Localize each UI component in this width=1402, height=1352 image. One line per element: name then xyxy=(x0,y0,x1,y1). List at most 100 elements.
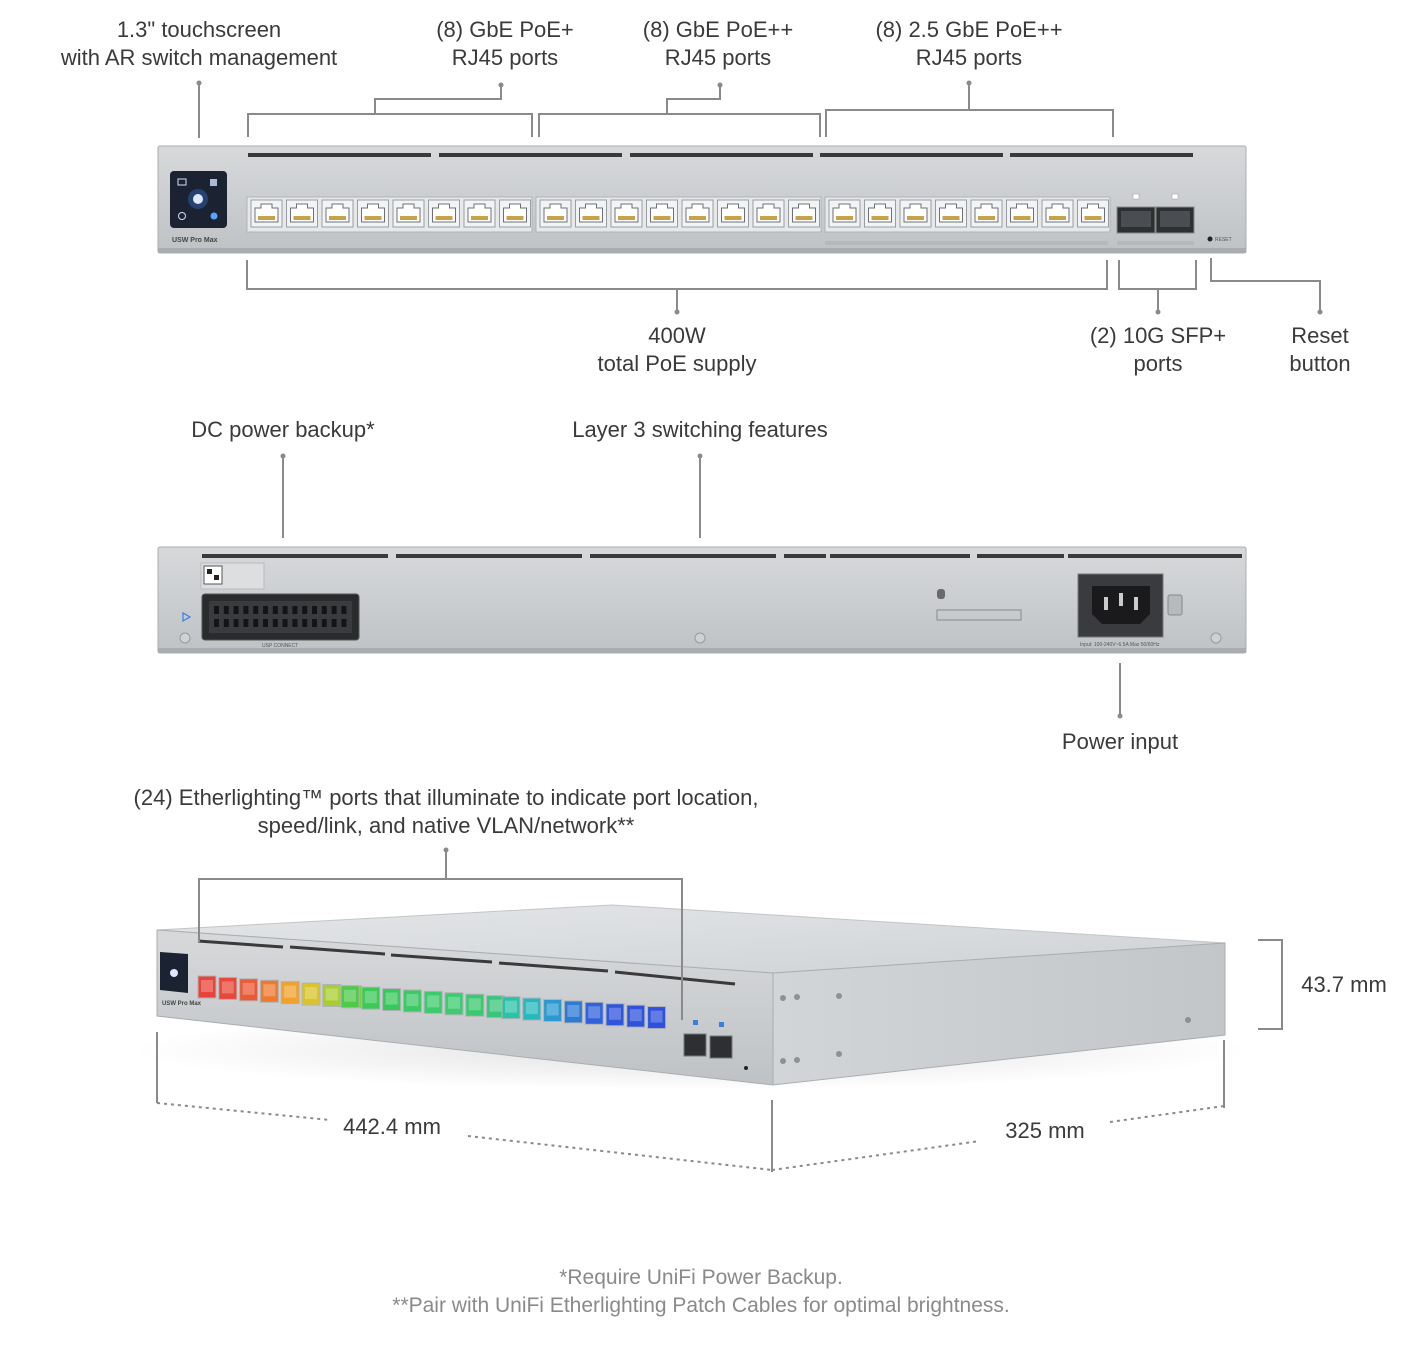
port-glow xyxy=(525,1002,538,1015)
rj45-port[interactable] xyxy=(499,199,531,228)
dc-pin xyxy=(341,606,347,614)
dc-pin xyxy=(302,619,308,627)
front-view: USW Pro Max RESET xyxy=(157,145,1247,254)
etherlighting-port[interactable] xyxy=(361,986,381,1010)
rj45-port[interactable] xyxy=(681,199,714,228)
etherlighting-port[interactable] xyxy=(340,985,360,1009)
rj45-port[interactable] xyxy=(1077,199,1109,228)
rj45-port[interactable] xyxy=(970,199,1003,228)
rj45-port[interactable] xyxy=(357,199,389,228)
etherlighting-port[interactable] xyxy=(465,993,485,1017)
power-rating-label: Input: 100-240V~6.5A Max 50/60Hz xyxy=(1080,642,1160,648)
dc-pin xyxy=(321,619,327,627)
etherlighting-port[interactable] xyxy=(563,1000,583,1024)
sfp-ports[interactable] xyxy=(1116,193,1195,245)
etherlighting-port[interactable] xyxy=(259,979,279,1003)
footnotes: *Require UniFi Power Backup. **Pair with… xyxy=(0,1264,1402,1320)
etherlighting-port[interactable] xyxy=(647,1006,667,1030)
dc-pin xyxy=(253,606,259,614)
port-glow xyxy=(201,980,213,992)
etherlighting-port[interactable] xyxy=(626,1004,646,1028)
dc-pin xyxy=(321,606,327,614)
dc-pin xyxy=(341,619,347,627)
dc-pin xyxy=(233,619,239,627)
etherlighting-port[interactable] xyxy=(584,1001,604,1025)
power-input-label: Power input xyxy=(1061,729,1179,754)
etherlighting-port[interactable] xyxy=(522,997,542,1021)
port-glow xyxy=(221,981,234,994)
dc-pin xyxy=(331,619,337,627)
etherlighting-port[interactable] xyxy=(423,990,443,1014)
rj45-port[interactable] xyxy=(1006,199,1038,228)
rj45-port[interactable] xyxy=(864,199,896,228)
port-glow xyxy=(567,1004,580,1017)
port-glow xyxy=(406,993,419,1006)
rj45-port[interactable] xyxy=(321,199,354,228)
port-glow xyxy=(609,1007,621,1020)
usp-connect-label: USP CONNECT xyxy=(262,643,298,649)
rj45-port[interactable] xyxy=(250,199,283,228)
rear-view: USP CONNECT Input: 100-240V~6.5A Max 50/… xyxy=(157,546,1247,654)
rj45-port[interactable] xyxy=(575,199,607,228)
port-glow xyxy=(505,1000,517,1013)
port-glow xyxy=(263,984,276,997)
rj45-port[interactable] xyxy=(828,199,861,228)
dc-pin xyxy=(272,619,278,627)
front-vent-slots xyxy=(248,153,1193,157)
etherlighting-port[interactable] xyxy=(543,999,563,1023)
dc-pin xyxy=(331,606,337,614)
rj45-port[interactable] xyxy=(935,199,967,228)
rj45-port[interactable] xyxy=(899,199,932,228)
etherlighting-port[interactable] xyxy=(197,975,217,999)
dc-power-connector[interactable] xyxy=(201,593,360,641)
rj45-port[interactable] xyxy=(1041,199,1074,228)
rj45-port[interactable] xyxy=(428,199,460,228)
dc-pin xyxy=(272,606,278,614)
rear-leader-lines xyxy=(280,453,1123,719)
etherlighting-port[interactable] xyxy=(501,996,521,1020)
gbe-poe-plus-label: (8) GbE PoE+RJ45 ports xyxy=(436,17,574,70)
rj45-port[interactable] xyxy=(752,199,785,228)
touchscreen[interactable] xyxy=(170,171,227,228)
dc-pin xyxy=(223,606,229,614)
rj45-port[interactable] xyxy=(610,199,643,228)
port-glow xyxy=(364,991,377,1004)
etherlighting-port[interactable] xyxy=(605,1003,625,1027)
port-glow xyxy=(427,995,440,1008)
port-glow xyxy=(588,1006,601,1019)
rj45-port[interactable] xyxy=(539,199,572,228)
iso-model-badge: USW Pro Max xyxy=(162,1001,202,1007)
dc-pin xyxy=(282,619,288,627)
etherlighting-port[interactable] xyxy=(301,982,321,1006)
rj45-port[interactable] xyxy=(286,199,318,228)
etherlighting-port[interactable] xyxy=(239,978,259,1002)
dc-pin xyxy=(253,619,259,627)
dc-pin xyxy=(302,606,308,614)
isometric-view: USW Pro Max xyxy=(130,904,1250,1090)
dc-pin xyxy=(312,619,317,627)
dc-pin xyxy=(263,619,268,627)
reset-button[interactable] xyxy=(1207,236,1213,242)
etherlighting-port[interactable] xyxy=(444,992,464,1016)
port-glow xyxy=(629,1009,642,1022)
port-glow xyxy=(305,987,317,1000)
etherlighting-port[interactable] xyxy=(218,976,238,1000)
model-badge: USW Pro Max xyxy=(172,237,218,244)
port-glow xyxy=(385,992,398,1005)
width-dimension: 442.4 mm xyxy=(343,1114,441,1139)
rj45-port[interactable] xyxy=(463,199,496,228)
etherlighting-port[interactable] xyxy=(280,981,300,1005)
dc-pin xyxy=(243,606,249,614)
etherlighting-port[interactable] xyxy=(382,988,402,1012)
dc-pin xyxy=(233,606,239,614)
rj45-port[interactable] xyxy=(646,199,678,228)
dc-pin xyxy=(214,619,219,627)
etherlighting-port[interactable] xyxy=(402,989,422,1013)
rj45-port[interactable] xyxy=(788,199,820,228)
port-glow xyxy=(242,982,255,995)
power-input-socket[interactable] xyxy=(1077,573,1183,638)
rj45-port[interactable] xyxy=(717,199,749,228)
rj45-port[interactable] xyxy=(392,199,425,228)
